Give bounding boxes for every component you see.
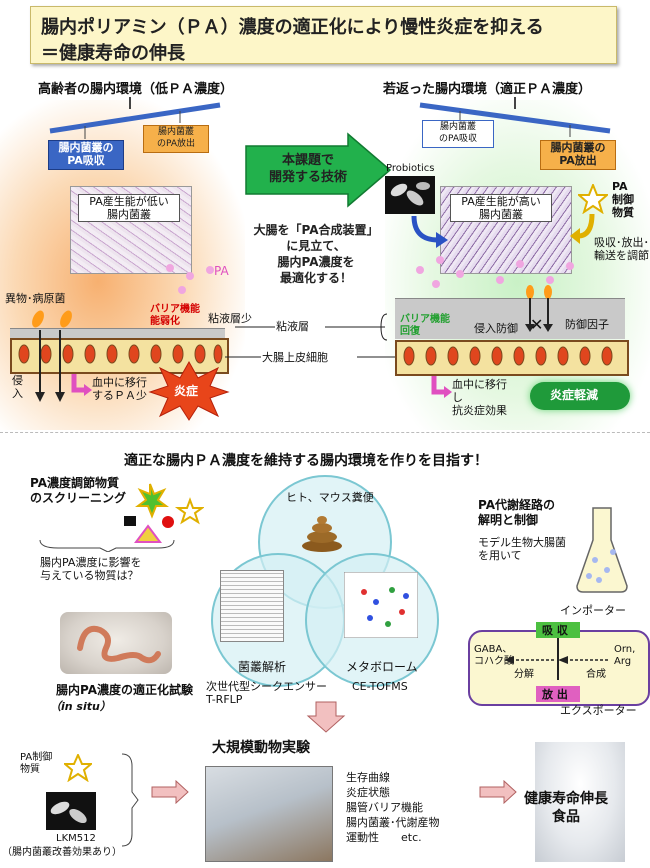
left-inflammation-burst bbox=[148, 360, 230, 421]
orn-label: Orn, Arg bbox=[614, 644, 636, 667]
model-organism-label: モデル生物大腸菌 を用いて bbox=[478, 536, 566, 562]
intestine-shape bbox=[77, 625, 161, 664]
right-protect-label: 防御因子 bbox=[565, 318, 609, 331]
pa-ctrl-bottom-label: PA制御 物質 bbox=[20, 752, 53, 775]
left-blood-arrow bbox=[71, 374, 92, 396]
right-release-box: 腸内菌叢の PA放出 bbox=[540, 140, 616, 170]
bottom-bracket bbox=[121, 753, 139, 847]
left-low-production-label: PA産生能が低い 腸内菌叢 bbox=[78, 194, 180, 222]
probiotics-arrow bbox=[411, 215, 448, 248]
center-mucus-label: 粘液層 bbox=[276, 320, 309, 333]
metabolome-chart-image bbox=[344, 572, 418, 638]
release-badge bbox=[536, 686, 580, 702]
right-epithelial-cells bbox=[403, 346, 613, 366]
left-release-box: 腸内菌叢 のPA放出 bbox=[143, 125, 209, 153]
transport-arrow bbox=[570, 213, 595, 244]
center-green-arrow bbox=[245, 132, 392, 208]
flora-label: 菌叢解析 bbox=[238, 660, 287, 674]
pathway-title: PA代謝経路の 解明と制御 bbox=[478, 498, 555, 527]
ngs-label: 次世代型シークエンサー T-RFLP bbox=[206, 680, 327, 706]
right-high-production-label: PA産生能が高い 腸内菌叢 bbox=[450, 194, 552, 222]
left-epithelial-cells bbox=[18, 344, 223, 364]
animal-title: 大規模動物実験 bbox=[212, 740, 310, 756]
screening-shapes bbox=[124, 483, 204, 543]
gaba-label: GABA、 コハク酸 bbox=[474, 644, 514, 667]
right-cross-icon: ✕ bbox=[530, 315, 544, 334]
right-to-blood-label: 血中に移行 し 抗炎症効果 bbox=[452, 378, 507, 417]
importer-label: インポーター bbox=[560, 604, 626, 617]
flora-chart-image bbox=[220, 570, 284, 642]
arrow-to-animal bbox=[151, 780, 189, 804]
title-line1: 腸内ポリアミン（ＰＡ）濃度の適正化により慢性炎症を抑える bbox=[41, 17, 544, 38]
right-defense-label: 侵入防御 bbox=[474, 322, 518, 335]
flask-icon bbox=[576, 507, 628, 593]
decompose-label: 分解 bbox=[514, 669, 534, 680]
title-box: 腸内ポリアミン（ＰＡ）濃度の適正化により慢性炎症を抑える ＝健康寿命の伸長 bbox=[30, 6, 617, 64]
left-pa-label: PA bbox=[214, 264, 229, 278]
animal-items: 生存曲線 炎症状態 腸管バリア機能 腸内菌叢･代謝産物 運動性 etc. bbox=[346, 771, 440, 844]
left-mucus-thin-label: 粘液層少 bbox=[208, 312, 252, 325]
animal-cage-photo bbox=[205, 766, 333, 862]
left-inflammation-label: 炎症 bbox=[174, 384, 199, 398]
down-arrow bbox=[306, 701, 346, 733]
pa-control-label: PA 制御 物質 bbox=[612, 180, 634, 219]
center-arrow-label: 本課題で 開発する技術 bbox=[268, 153, 347, 185]
food-photo bbox=[535, 742, 625, 862]
synth-label: 合成 bbox=[586, 669, 606, 680]
insitu-title: 腸内PA濃度の適正化試験 bbox=[56, 683, 193, 697]
left-invasion-label: 侵 入 bbox=[12, 374, 23, 400]
title-line2: ＝健康寿命の伸長 bbox=[41, 43, 185, 64]
left-uptake-box: 腸内菌叢の PA吸収 bbox=[48, 140, 124, 170]
pa-control-star-icon-2 bbox=[64, 754, 92, 782]
left-barrier-label: バリア機能 能弱化 bbox=[150, 304, 200, 327]
left-pa-dots bbox=[166, 264, 214, 294]
right-balance-scale bbox=[419, 97, 611, 137]
transport-label: 吸収･放出･ 輸送を調節 bbox=[594, 236, 649, 262]
probiotics-label: Probiotics bbox=[386, 163, 435, 174]
feces-label: ヒト、マウス糞便 bbox=[286, 491, 374, 504]
right-mucus-layer bbox=[395, 298, 625, 339]
left-to-blood-label: 血中に移行 するＰＡ少 bbox=[92, 376, 147, 402]
left-foreign-label: 異物･病原菌 bbox=[5, 292, 66, 305]
pa-control-star-icon bbox=[578, 184, 608, 214]
center-epithelium-label: 大腸上皮細胞 bbox=[262, 351, 328, 364]
right-heading: 若返った腸内環境（適正ＰＡ濃度） bbox=[383, 82, 592, 97]
absorb-label: 吸 収 bbox=[542, 624, 568, 637]
lower-heading: 適正な腸内ＰＡ濃度を維持する腸内環境を作りを目指す！ bbox=[124, 453, 488, 469]
lkm-image bbox=[46, 792, 96, 830]
left-pathogen-icons bbox=[32, 310, 72, 328]
screening-question: 腸内PA濃度に影響を 与えている物質は？ bbox=[40, 556, 142, 582]
release-label: 放 出 bbox=[542, 688, 568, 701]
lkm-label: LKM512 bbox=[56, 833, 96, 844]
center-description: 大腸を「PA合成装置」 に見立て、 腸内PA濃度を 最適化する！ bbox=[253, 223, 379, 285]
left-mucus-layer bbox=[10, 328, 225, 339]
left-balance-scale bbox=[49, 97, 221, 139]
right-uptake-box: 腸内菌叢 のPA吸収 bbox=[422, 120, 494, 148]
insitu-label: （in situ） bbox=[50, 700, 111, 713]
cetofms-label: CE-TOFMS bbox=[352, 680, 408, 693]
exporter-label: エクスポーター bbox=[560, 704, 637, 717]
screening-bracket bbox=[39, 539, 175, 552]
left-heading: 高齢者の腸内環境（低ＰＡ濃度） bbox=[38, 82, 234, 97]
food-label: 健康寿命伸長 食品 bbox=[524, 791, 608, 825]
right-blood-arrow bbox=[431, 376, 452, 398]
feces-icon bbox=[302, 516, 342, 552]
pathway-arrows bbox=[504, 638, 608, 680]
lkm-note: （腸内菌叢改善効果あり） bbox=[2, 847, 122, 858]
absorb-badge bbox=[536, 622, 580, 638]
reduced-inflammation-label: 炎症軽減 bbox=[550, 388, 599, 402]
right-pa-dots bbox=[416, 256, 574, 288]
right-pathogen-arrows bbox=[525, 285, 553, 332]
screening-title: PA濃度調節物質 のスクリーニング bbox=[30, 476, 127, 505]
right-barrier-label: バリア機能 回復 bbox=[400, 314, 450, 337]
probiotics-icon bbox=[385, 176, 435, 214]
metabolome-label: メタボローム bbox=[346, 660, 418, 674]
reduced-inflammation-badge bbox=[530, 382, 630, 410]
section-divider bbox=[0, 432, 650, 433]
left-invasion-arrows bbox=[35, 330, 65, 402]
arrow-to-food bbox=[479, 780, 517, 804]
center-connector-lines bbox=[225, 313, 395, 358]
